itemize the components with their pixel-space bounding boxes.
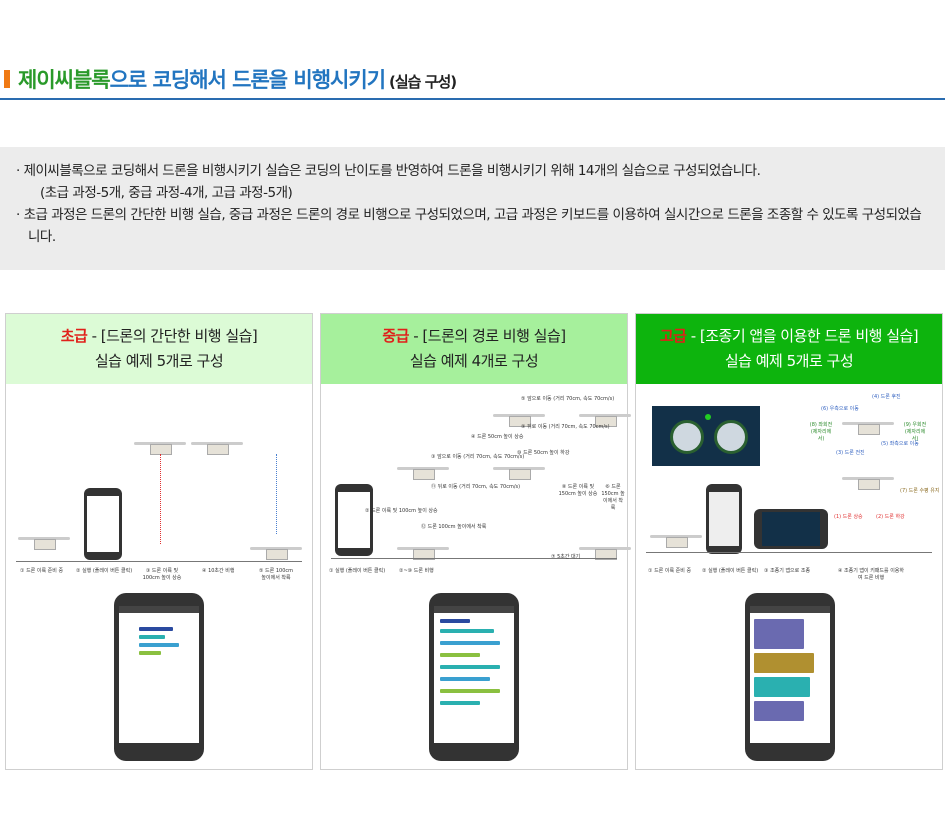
control-label: (2) 드론 하강 [876, 514, 905, 520]
level-label: 초급 [60, 327, 88, 345]
panel-subtitle: 실습 예제 4개로 구성 [409, 352, 539, 370]
title-divider [0, 98, 945, 100]
title-brand: 제이씨블록 [18, 68, 111, 92]
drone-image [842, 474, 894, 490]
step-label: ① 드론 이륙 준비 중 [648, 568, 692, 574]
drone-image [134, 439, 186, 455]
control-label: (8) 좌회전 (제자리에서) [809, 422, 833, 442]
drone-image [579, 544, 631, 560]
step-label: ④ 드론 50cm 높이 상승 [471, 434, 524, 440]
title-sub: (실습 구성) [389, 73, 457, 91]
step-label: ③ 드론 이륙 및 100cm 높이 상승 [142, 568, 182, 581]
title-marker [4, 70, 10, 88]
panel-beginner: 초급 - [드론의 간단한 비행 실습] 실습 예제 5개로 구성 ① 드론 이… [5, 313, 313, 770]
step-label: ③ 조종기 앱으로 조종 [764, 568, 811, 574]
phone-image [706, 484, 742, 554]
page-title: 제이씨블록 으로 코딩해서 드론을 비행시키기 (실습 구성) [4, 64, 457, 94]
phone-landscape-image [754, 509, 828, 549]
level-label: 고급 [659, 327, 687, 345]
info-bullet: · 제이씨블록으로 코딩해서 드론을 비행시키기 실습은 코딩의 난이도를 반영… [16, 163, 761, 179]
control-label: (9) 우회전 (제자리에서) [903, 422, 927, 442]
panel-advanced: 고급 - [조종기 앱을 이용한 드론 비행 실습] 실습 예제 5개로 구성 … [635, 313, 943, 770]
flight-diagram: ② 드론 이륙 및 100cm 높이 상승 ③ 앞으로 이동 (거리 70cm,… [321, 384, 631, 584]
phone-image [84, 488, 122, 560]
step-label: ⑧ 드론 이륙 및 150cm 높이 상승 [558, 484, 598, 497]
control-label: (7) 드론 수평 유지 [900, 488, 940, 494]
control-label: (6) 우측으로 이동 [821, 406, 859, 412]
flight-diagram: ① 드론 이륙 준비 중 ② 실행 (플레이 버튼 클릭) ③ 드론 이륙 및 … [6, 384, 312, 584]
step-label: ② 드론 이륙 및 100cm 높이 상승 [365, 508, 438, 514]
panel-title: - [조종기 앱을 이용한 드론 비행 실습] [686, 327, 919, 345]
drone-image [397, 464, 449, 480]
ascend-arrow [160, 454, 161, 544]
panel-subtitle: 실습 예제 5개로 구성 [724, 352, 854, 370]
step-label: ④ 조종기 앱이 키패드를 이용하여 드론 비행 [837, 568, 905, 581]
control-label: (4) 드론 후진 [872, 394, 901, 400]
step-label: ⑤ 드론 100cm 높이에서 착륙 [258, 568, 294, 581]
ground-line [646, 552, 932, 553]
step-label: ⑦ 5초간 대기 [551, 554, 581, 560]
panel-header: 초급 - [드론의 간단한 비행 실습] 실습 예제 5개로 구성 [6, 314, 312, 384]
step-label: ⑩ 드론 50cm 높이 하강 [517, 450, 570, 456]
panel-title: - [드론의 경로 비행 실습] [408, 327, 566, 345]
step-label: ⑥ 드론 150cm 높이에서 착륙 [601, 484, 625, 511]
drone-image [18, 534, 70, 550]
phone-code-screenshot [429, 593, 519, 761]
phone-code-screenshot [114, 593, 204, 761]
step-label: ⑪ 뒤로 이동 (거리 70cm, 속도 70cm/s) [431, 484, 521, 490]
info-bullet-sub: (초급 과정-5개, 중급 과정-4개, 고급 과정-5개) [40, 185, 293, 201]
step-label: ⑫ 드론 100cm 높이에서 착륙 [421, 524, 487, 530]
phone-image [335, 484, 373, 556]
step-label: ②~⑩ 드론 비행 [399, 568, 434, 574]
panel-header: 중급 - [드론의 경로 비행 실습] 실습 예제 4개로 구성 [321, 314, 627, 384]
drone-image [191, 439, 243, 455]
control-label: (1) 드론 상승 [834, 514, 863, 520]
step-label: ⑤ 앞으로 이동 (거리 70cm, 속도 70cm/s) [521, 396, 615, 402]
step-label: ① 드론 이륙 준비 중 [20, 568, 64, 574]
descend-arrow [276, 454, 277, 534]
controller-app-screen [652, 406, 760, 466]
drone-image [842, 419, 894, 435]
drone-image [250, 544, 302, 560]
step-label: ④ 10초간 비행 [202, 568, 235, 574]
ground-line [16, 561, 302, 562]
panel-subtitle: 실습 예제 5개로 구성 [94, 352, 224, 370]
phone-code-screenshot [745, 593, 835, 761]
step-label: ① 실행 (플레이 버튼 클릭) [329, 568, 386, 574]
step-label: ③ 앞으로 이동 (거리 70cm, 속도 70cm/s) [431, 454, 525, 460]
step-label: ② 실행 (플레이 버튼 클릭) [702, 568, 759, 574]
title-main: 으로 코딩해서 드론을 비행시키기 [109, 68, 386, 92]
info-box: · 제이씨블록으로 코딩해서 드론을 비행시키기 실습은 코딩의 난이도를 반영… [0, 147, 945, 270]
drone-image [493, 464, 545, 480]
drone-image [397, 544, 449, 560]
drone-image [493, 411, 545, 427]
drone-image [579, 411, 631, 427]
drone-image [650, 532, 702, 548]
level-label: 중급 [382, 327, 409, 345]
ground-line [331, 558, 617, 559]
flight-diagram: ① 드론 이륙 준비 중 ② 실행 (플레이 버튼 클릭) ③ 조종기 앱으로 … [636, 384, 942, 584]
step-label: ② 실행 (플레이 버튼 클릭) [76, 568, 133, 574]
panel-title: - [드론의 간단한 비행 실습] [87, 327, 258, 345]
info-bullet: · 초급 과정은 드론의 간단한 비행 실습, 중급 과정은 드론의 경로 비행… [16, 207, 922, 245]
control-label: (5) 좌측으로 이동 [881, 441, 919, 447]
control-label: (3) 드론 전진 [836, 450, 865, 456]
panel-header: 고급 - [조종기 앱을 이용한 드론 비행 실습] 실습 예제 5개로 구성 [636, 314, 942, 384]
step-label: ⑨ 뒤로 이동 (거리 70cm, 속도 70cm/s) [521, 424, 610, 430]
